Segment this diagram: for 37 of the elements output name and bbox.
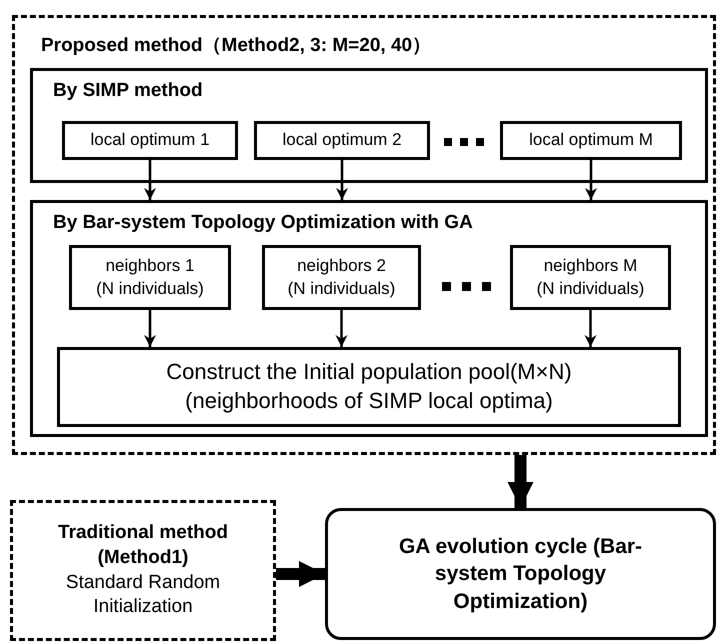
arrow	[144, 310, 156, 347]
process-box	[69, 245, 231, 310]
box-text: local optimum M	[529, 129, 653, 152]
dashed-method-box	[10, 500, 276, 641]
box-subtext: (N individuals)	[288, 278, 396, 300]
section-heading: Proposed method（Method2, 3: M=20, 40）	[41, 34, 432, 58]
arrow	[144, 160, 156, 200]
box-subtext: (N individuals)	[536, 278, 644, 300]
section-heading: By SIMP method	[53, 79, 203, 103]
section-heading: By Bar-system Topology Optimization with GA	[53, 211, 473, 235]
box-text: neighbors M	[544, 255, 638, 278]
process-box	[262, 245, 421, 310]
arrow	[336, 160, 348, 200]
arrow	[276, 561, 325, 587]
arrow	[336, 310, 348, 347]
box-text: Construct the Initial population pool(M×N)	[166, 358, 572, 386]
section-box	[30, 68, 708, 183]
rounded-process-box	[325, 508, 716, 640]
box-text: local optimum 2	[282, 129, 402, 152]
dashed-group-box	[12, 15, 716, 455]
box-text: local optimum 1	[90, 129, 210, 152]
process-box	[62, 121, 238, 160]
box-text: Traditional method (Method1)	[57, 521, 229, 570]
process-box	[510, 245, 671, 310]
box-text: neighbors 2	[297, 255, 386, 278]
box-text: GA evolution cycle (Bar-system Topology Optimization)	[398, 534, 644, 615]
process-box	[57, 347, 681, 427]
arrow	[585, 160, 597, 200]
process-box	[500, 121, 682, 160]
arrow	[584, 310, 596, 347]
box-text: neighbors 1	[106, 255, 194, 278]
process-box	[254, 121, 430, 160]
box-subtext: (neighborhoods of SIMP local optima)	[185, 387, 553, 415]
box-subtext: (N individuals)	[96, 278, 204, 300]
box-subtext: Standard Random Initialization	[64, 570, 222, 620]
arrow	[508, 455, 534, 508]
section-box	[30, 200, 708, 437]
